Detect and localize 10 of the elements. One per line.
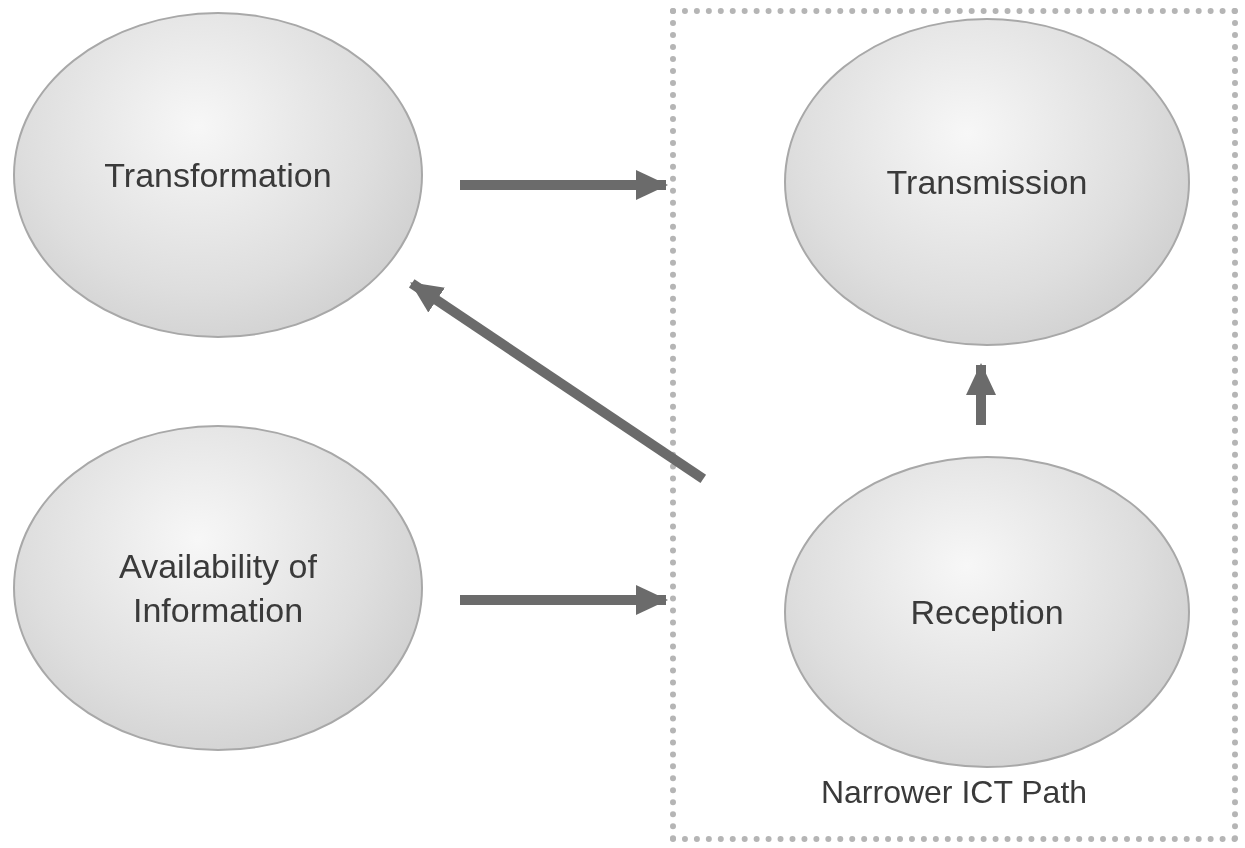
group-label: Narrower ICT Path [820,773,1088,812]
arrow [408,279,707,484]
arrow [966,363,996,425]
node-label: Reception [910,591,1064,633]
dotted-group-box [670,8,1238,842]
arrow [460,585,668,615]
arrow [460,170,668,200]
node-label: Transmission [886,161,1088,203]
node-label: Transformation [104,154,332,196]
node-label: Availability of Information [118,545,318,631]
